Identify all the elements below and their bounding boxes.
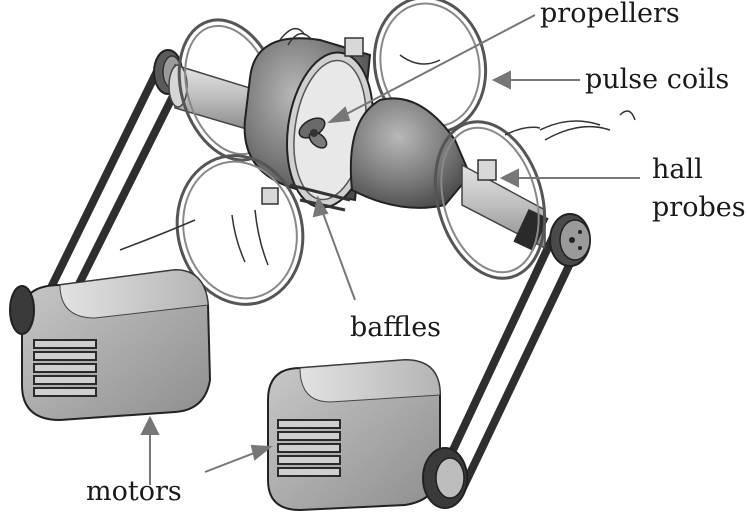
label-probes: probes — [652, 192, 746, 223]
leader-lines — [140, 14, 640, 485]
vessel-hemisphere-right — [349, 97, 472, 209]
motor-left — [9, 268, 212, 422]
pulse-coil-front-left — [175, 154, 305, 306]
label-baffles: baffles — [350, 312, 441, 343]
label-hall: hall — [652, 154, 703, 185]
motor-right — [267, 358, 468, 512]
lead-wires — [119, 27, 636, 266]
motor-right-fins — [277, 419, 341, 477]
motor-left-fins — [33, 339, 97, 397]
label-pulse-coils: pulse coils — [585, 64, 729, 95]
hall-probe-box — [261, 37, 497, 205]
label-motors: motors — [86, 476, 182, 507]
pulley-right — [549, 213, 591, 267]
label-propellers: propellers — [540, 0, 680, 29]
drive-belt-right — [434, 218, 589, 494]
drive-belt-left — [36, 51, 189, 322]
pulse-coil-front-right — [433, 120, 547, 280]
propeller — [298, 117, 328, 149]
